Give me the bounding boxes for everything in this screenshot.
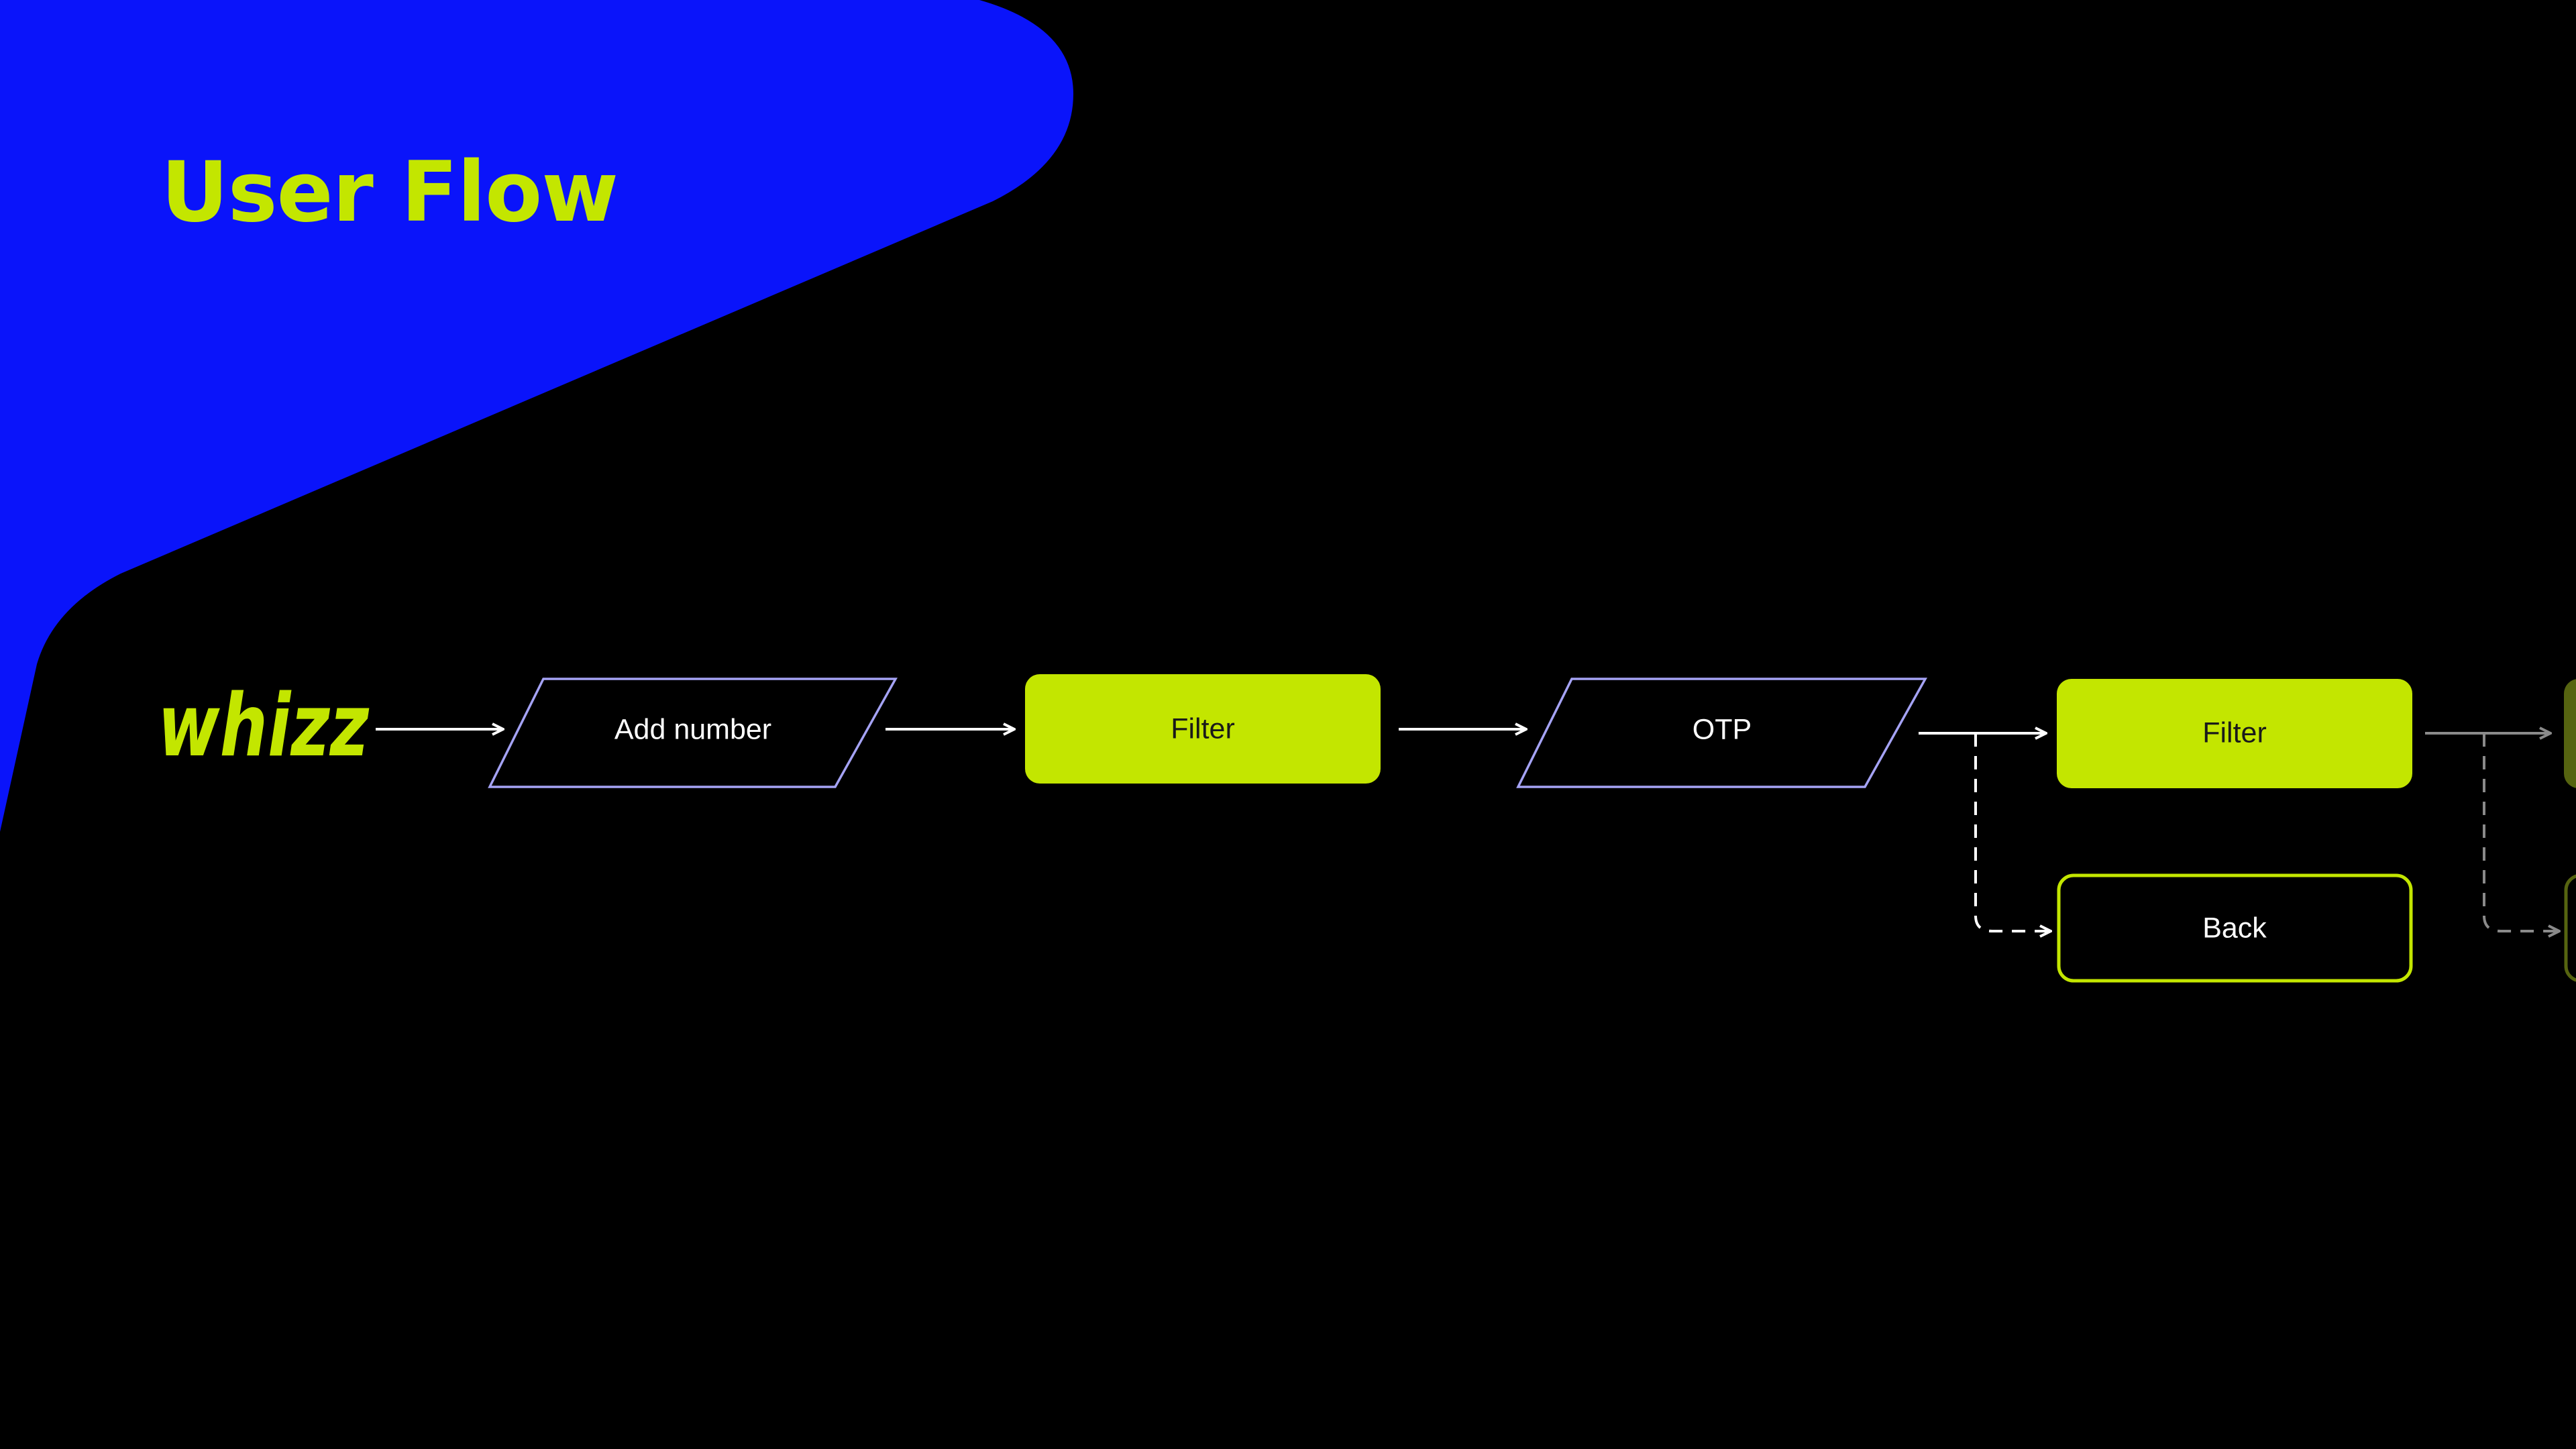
next-node-partial (2564, 679, 2576, 788)
filter-node-1 (1025, 674, 1381, 784)
connector-otp-to-back-dashed (1974, 733, 2051, 931)
page-title: User Flow (161, 144, 619, 241)
back-label: Back (2202, 912, 2267, 945)
next-back-node-partial (2564, 874, 2576, 982)
connector-filter-to-next-dashed (2483, 733, 2559, 931)
add-number-node (488, 678, 898, 788)
filter-1-label: Filter (1171, 712, 1235, 745)
back-node (2057, 873, 2413, 983)
logo-wordmark: whizz (158, 676, 369, 776)
filter-node-2 (2057, 679, 2412, 788)
filter-2-label: Filter (2202, 716, 2267, 749)
otp-node (1516, 678, 1927, 788)
background-blob (0, 0, 1073, 832)
whizz-logo: whizz (158, 676, 369, 776)
add-number-label: Add number (614, 713, 772, 746)
otp-label: OTP (1692, 713, 1752, 746)
